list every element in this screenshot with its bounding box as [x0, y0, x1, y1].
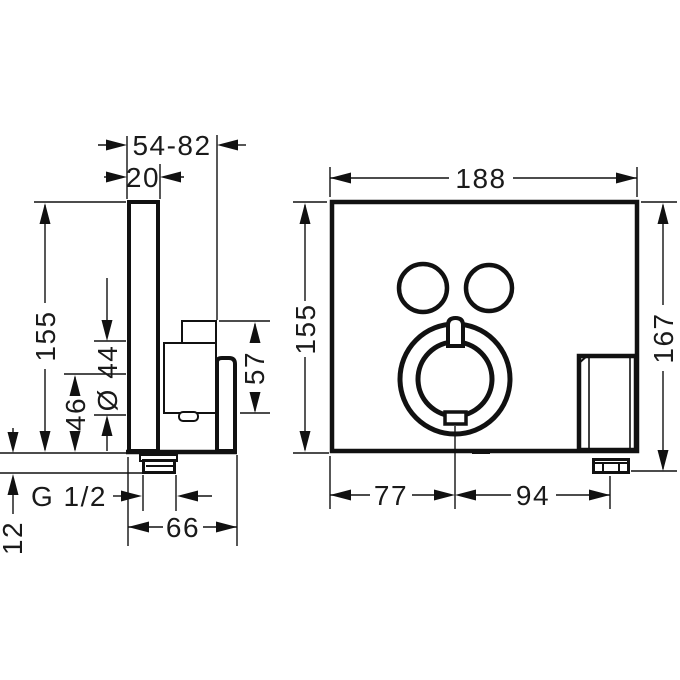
dim-plate-height-front-label: 155 — [290, 303, 321, 354]
dim-protrusion: 66 — [128, 512, 237, 543]
dim-connection-thread: G 1/2 — [31, 481, 212, 512]
holder-chamfer — [577, 354, 589, 365]
dim-center-height: 46 — [60, 375, 91, 452]
valve-top-step-side — [181, 320, 217, 344]
knob-bottom-marker — [443, 410, 468, 426]
dim-wall-offset: 12 — [0, 428, 28, 555]
dim-plate-width-label: 188 — [455, 163, 506, 194]
dim-center-height-label: 46 — [60, 397, 91, 431]
dim-plate-height-side: 155 — [30, 203, 61, 452]
dim-depth-range-label: 54-82 — [132, 130, 211, 161]
dim-handle-height: 57 — [239, 322, 270, 413]
dim-knob-center: 77 — [330, 480, 455, 511]
valve-bottom-stub-side — [178, 411, 199, 422]
dim-plate-thickness-label: 20 — [126, 162, 160, 193]
dim-outlet-offset: 94 — [455, 480, 610, 511]
side-view: 54-82 20 155 Ø 44 — [0, 130, 270, 555]
dim-outlet-offset-label: 94 — [516, 480, 550, 511]
dim-handle-height-label: 57 — [239, 351, 270, 385]
dim-protrusion-label: 66 — [166, 512, 200, 543]
valve-body-side — [163, 342, 217, 414]
select-button-left — [396, 261, 450, 315]
faceplate-bottom-notch — [472, 449, 490, 454]
dim-connection-thread-label: G 1/2 — [31, 481, 107, 512]
dim-total-height-label: 167 — [648, 312, 679, 363]
dim-body-diameter-label: Ø 44 — [92, 345, 123, 412]
handle-bracket-side — [215, 356, 237, 453]
dim-plate-width: 188 — [330, 163, 637, 194]
dim-plate-height-side-label: 155 — [30, 310, 61, 361]
select-button-right — [463, 262, 515, 314]
front-view: 188 155 167 77 — [290, 163, 679, 511]
dim-total-height: 167 — [648, 203, 679, 471]
knob-top-marker — [446, 315, 465, 348]
dim-plate-height-front: 155 — [290, 203, 321, 452]
dim-plate-thickness: 20 — [104, 162, 184, 193]
wall-plate-side — [127, 200, 160, 453]
outlet-hex-nut-front — [592, 458, 630, 474]
dim-depth-range: 54-82 — [98, 130, 246, 161]
dim-body-diameter: Ø 44 — [92, 278, 123, 451]
dim-wall-offset-label: 12 — [0, 521, 28, 555]
hand-shower-holder — [576, 353, 639, 453]
dim-knob-center-label: 77 — [374, 480, 408, 511]
